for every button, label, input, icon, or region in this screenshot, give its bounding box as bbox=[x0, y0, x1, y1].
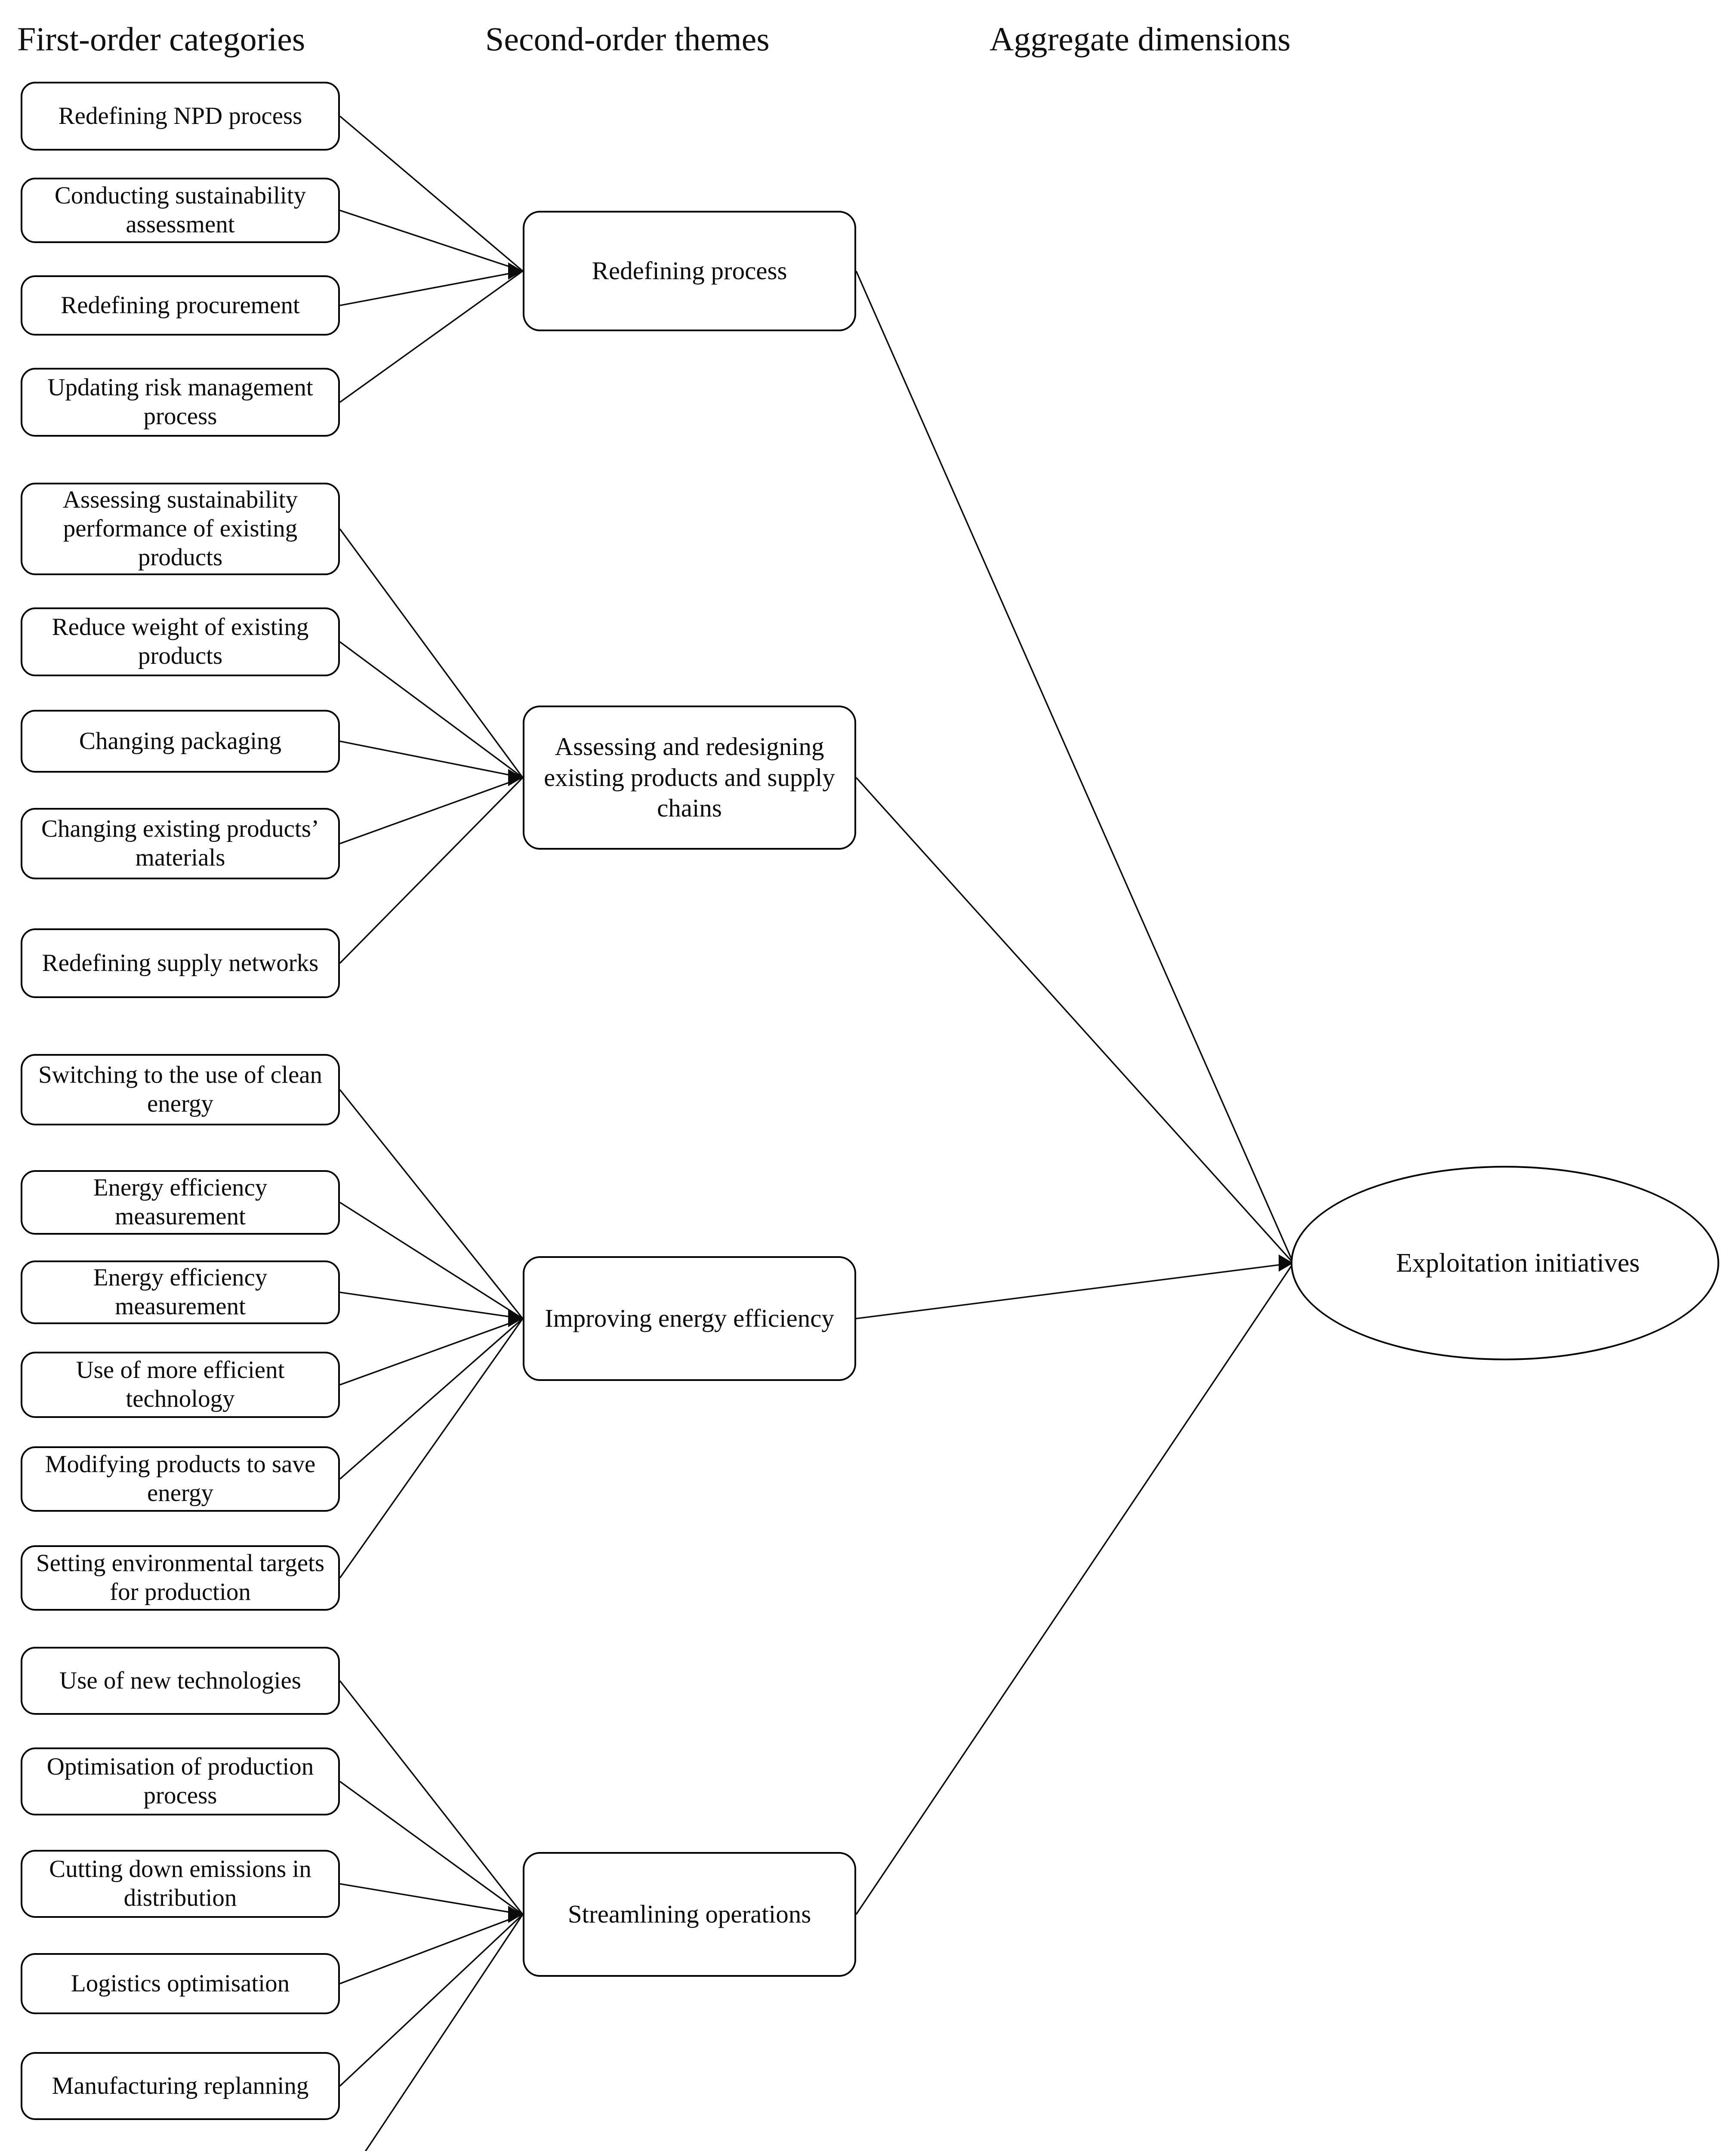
first-order-box[interactable]: Use of new technologies bbox=[21, 1647, 340, 1715]
first-order-box[interactable]: Energy efficiency measurement bbox=[21, 1260, 340, 1324]
first-order-box[interactable]: Redefining NPD process bbox=[21, 82, 340, 151]
connector-first-to-second bbox=[339, 528, 524, 778]
connector-first-to-second bbox=[339, 115, 524, 272]
connector-first-to-second bbox=[339, 1914, 523, 1985]
connector-first-to-second bbox=[339, 740, 523, 779]
first-order-box[interactable]: Switching to the use of clean energy bbox=[21, 1054, 340, 1125]
column-header-2: Aggregate dimensions bbox=[990, 20, 1291, 58]
first-order-box[interactable]: Use of more efficient technology bbox=[21, 1352, 340, 1418]
connector-first-to-second bbox=[364, 1914, 524, 2151]
connector-first-to-second bbox=[339, 270, 523, 403]
first-order-box[interactable]: Redefining supply networks bbox=[21, 928, 340, 998]
arrowhead-second-order bbox=[508, 1310, 523, 1327]
first-order-box[interactable]: Manufacturing replanning bbox=[21, 2052, 340, 2120]
arrowhead-second-order bbox=[508, 262, 523, 280]
column-header-1: Second-order themes bbox=[485, 20, 770, 58]
first-order-box[interactable]: Changing existing products’ materials bbox=[21, 808, 340, 879]
connector-second-to-aggregate bbox=[856, 1262, 1294, 1319]
first-order-box[interactable]: Logistics optimisation bbox=[21, 1953, 340, 2014]
connector-first-to-second bbox=[339, 1781, 523, 1915]
first-order-box[interactable]: Setting environmental targets for produc… bbox=[21, 1545, 340, 1611]
connector-second-to-aggregate bbox=[855, 271, 1294, 1263]
connector-first-to-second bbox=[339, 1318, 524, 1480]
connector-first-to-second bbox=[339, 270, 523, 306]
connector-first-to-second bbox=[339, 1318, 524, 1578]
connector-first-to-second bbox=[339, 1680, 524, 1915]
aggregate-dimension-ellipse[interactable]: Exploitation initiatives bbox=[1291, 1166, 1719, 1360]
connector-first-to-second bbox=[339, 777, 523, 844]
second-order-box[interactable]: Redefining process bbox=[523, 211, 856, 331]
first-order-box[interactable]: Cutting down emissions in distribution bbox=[21, 1850, 340, 1918]
first-order-box[interactable]: Updating risk management process bbox=[21, 368, 340, 437]
connector-first-to-second bbox=[339, 777, 524, 964]
connector-first-to-second bbox=[339, 210, 523, 272]
connector-first-to-second bbox=[339, 1883, 523, 1915]
first-order-box[interactable]: Redefining procurement bbox=[21, 275, 340, 336]
connector-first-to-second bbox=[339, 1914, 524, 2087]
second-order-box[interactable]: Assessing and redesigning existing produ… bbox=[523, 706, 856, 850]
column-header-0: First-order categories bbox=[17, 20, 305, 58]
first-order-box[interactable]: Optimisation of production process bbox=[21, 1747, 340, 1815]
first-order-box[interactable]: Changing packaging bbox=[21, 710, 340, 773]
arrowhead-second-order bbox=[508, 769, 523, 786]
connector-first-to-second bbox=[339, 641, 524, 778]
connector-first-to-second bbox=[339, 1291, 523, 1319]
first-order-box[interactable]: Assessing sustainability performance of … bbox=[21, 483, 340, 575]
second-order-box[interactable]: Streamlining operations bbox=[523, 1852, 856, 1977]
connector-second-to-aggregate bbox=[855, 1263, 1294, 1915]
connector-first-to-second bbox=[339, 1202, 523, 1319]
arrowhead-second-order bbox=[508, 1906, 523, 1923]
connector-first-to-second bbox=[339, 1089, 524, 1319]
second-order-box[interactable]: Improving energy efficiency bbox=[523, 1256, 856, 1381]
connector-first-to-second bbox=[339, 1318, 523, 1386]
first-order-box[interactable]: Reduce weight of existing products bbox=[21, 607, 340, 676]
connector-second-to-aggregate bbox=[855, 777, 1294, 1264]
first-order-box[interactable]: Modifying products to save energy bbox=[21, 1446, 340, 1512]
first-order-box[interactable]: Conducting sustainability assessment bbox=[21, 178, 340, 243]
first-order-box[interactable]: Energy efficiency measurement bbox=[21, 1170, 340, 1235]
